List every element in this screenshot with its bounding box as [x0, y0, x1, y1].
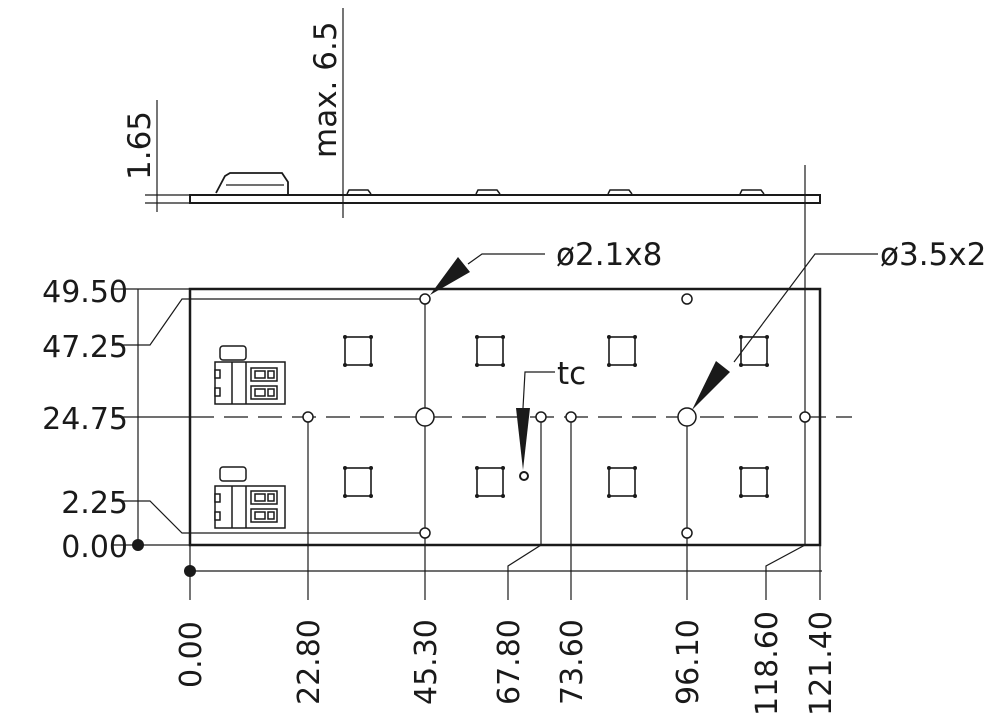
max-height-label: max. 6.5 — [308, 21, 344, 158]
y-dim-label: 47.25 — [42, 330, 128, 365]
callout-small-hole: ø2.1x8 — [430, 237, 662, 295]
led — [476, 336, 504, 366]
x-dim-label: 96.10 — [671, 619, 706, 705]
x-dim-label: 67.80 — [492, 619, 527, 705]
hole — [302, 411, 314, 423]
x-dim-label: 45.30 — [409, 619, 444, 705]
hole — [419, 527, 431, 539]
led — [344, 467, 372, 497]
x-dim-label: 118.60 — [750, 611, 785, 716]
large-hole-label: ø3.5x2 — [880, 237, 986, 273]
led — [608, 467, 636, 497]
tc-point — [519, 471, 529, 481]
thickness-label: 1.65 — [122, 111, 158, 180]
leader-arrow — [516, 408, 530, 470]
y-dim-label: 2.25 — [61, 486, 128, 521]
x-dim-label: 73.60 — [555, 619, 590, 705]
small-hole-label: ø2.1x8 — [556, 237, 662, 273]
led — [740, 336, 768, 366]
hole — [535, 411, 547, 423]
y-dim-label: 49.50 — [42, 275, 128, 310]
led — [740, 467, 768, 497]
side-view-connector — [215, 172, 289, 194]
connector-top — [214, 345, 286, 405]
x-dim-label: 0.00 — [174, 621, 209, 688]
hole — [799, 411, 811, 423]
x-dim-label: 121.40 — [804, 611, 839, 716]
y-dimension-labels: 49.50 47.25 24.75 2.25 0.00 — [42, 275, 128, 565]
hole — [681, 293, 693, 305]
callout-large-hole: ø3.5x2 — [692, 237, 986, 410]
tc-label: tc — [557, 356, 586, 392]
led — [476, 467, 504, 497]
leader-arrow — [692, 361, 730, 410]
y-dim-label: 0.00 — [61, 530, 128, 565]
hole — [565, 411, 577, 423]
side-view-board — [189, 194, 821, 204]
x-dimension-labels: 0.00 22.80 45.30 67.80 73.60 96.10 118.6… — [174, 611, 839, 716]
side-view: 1.65 max. 6.5 — [122, 8, 821, 218]
y-dim-label: 24.75 — [42, 402, 128, 437]
led-grid — [344, 336, 768, 497]
x-dim-label: 22.80 — [292, 619, 327, 705]
large-hole — [415, 407, 435, 427]
led — [608, 336, 636, 366]
large-hole — [677, 407, 697, 427]
connector-bottom — [214, 466, 286, 529]
x-origin-marker — [184, 565, 196, 577]
top-view: ø2.1x8 ø3.5x2 tc 49.50 47.25 24.75 2.25 … — [42, 165, 986, 716]
hole — [419, 293, 431, 305]
callout-tc: tc — [516, 356, 586, 470]
leader-arrow — [430, 257, 470, 295]
hole — [681, 527, 693, 539]
led — [344, 336, 372, 366]
